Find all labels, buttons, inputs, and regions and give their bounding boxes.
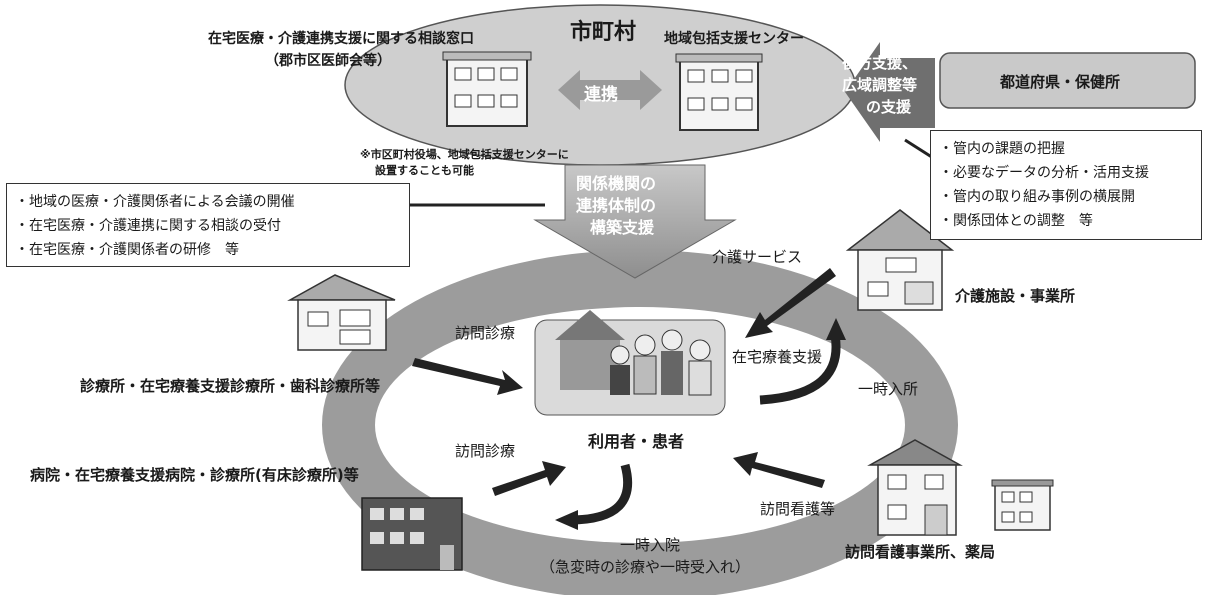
- admission-label: 一時入院: [620, 536, 681, 554]
- hospital-building-icon: [361, 497, 463, 571]
- admission-curve-arrow: [569, 463, 633, 525]
- prefecture-task-box: ・管内の課題の把握 ・必要なデータの分析・活用支援 ・管内の取り組み事例の横展開…: [930, 130, 1202, 240]
- municipality-note-line2: 設置することも可能: [375, 164, 474, 177]
- municipal-task-item: ・在宅医療・介護連携に関する相談の受付: [15, 218, 281, 234]
- short-stay-curve-arrow: [759, 334, 841, 405]
- prefecture-box: [939, 52, 1196, 109]
- prefecture-support-line2: 広域調整等: [842, 76, 918, 94]
- municipality-title: 市町村: [570, 20, 637, 45]
- consult-window-sublabel: （郡市区医師会等）: [265, 53, 391, 69]
- prefecture-task-item: ・管内の取り組み事例の横展開: [939, 189, 1135, 205]
- build-support-line2: 連携体制の: [576, 196, 657, 215]
- care-service-arrow: [745, 268, 836, 338]
- pharmacy-building-icon: [991, 479, 1054, 531]
- visit-care-clinic-label: 訪問診療: [455, 324, 516, 342]
- clinic-house-icon: [287, 274, 396, 351]
- short-stay-label: 一時入所: [858, 380, 919, 398]
- prefecture-label: 都道府県・保健所: [1000, 73, 1121, 91]
- clinic-label: 診療所・在宅療養支援診療所・歯科診療所等: [80, 377, 381, 395]
- visit-care-hospital-label: 訪問診療: [455, 442, 516, 460]
- municipal-task-item: ・地域の医療・介護関係者による会議の開催: [15, 194, 295, 210]
- nursing-office-building-icon: [867, 439, 963, 536]
- municipal-task-box: ・地域の医療・介護関係者による会議の開催 ・在宅医療・介護連携に関する相談の受付…: [6, 183, 410, 267]
- nursing-pharmacy-label: 訪問看護事業所、薬局: [845, 543, 996, 561]
- patient-label: 利用者・患者: [588, 432, 685, 451]
- municipality-note-line1: ※市区町村役場、地域包括支援センターに: [360, 148, 569, 161]
- build-support-line3: 構築支援: [590, 218, 655, 237]
- consult-window-label: 在宅医療・介護連携支援に関する相談窓口: [208, 31, 474, 47]
- community-center-building-icon: [675, 53, 763, 131]
- cooperation-arrow: [558, 70, 662, 110]
- municipal-task-item: ・在宅医療・介護関係者の研修 等: [15, 242, 239, 258]
- admission-sublabel: （急変時の診療や一時受入れ）: [540, 558, 751, 576]
- consult-window-building-icon: [442, 51, 532, 127]
- home-care-support-label: 在宅療養支援: [732, 348, 823, 366]
- prefecture-support-line1: 後方支援、: [842, 54, 918, 72]
- visit-nursing-label: 訪問看護等: [760, 500, 836, 518]
- hospital-label: 病院・在宅療養支援病院・診療所(有床診療所)等: [30, 466, 359, 484]
- build-support-arrow: [533, 164, 737, 279]
- prefecture-task-item: ・関係団体との調整 等: [939, 213, 1093, 229]
- cooperation-label: 連携: [584, 85, 618, 105]
- patients-family-illustration: [534, 310, 726, 416]
- nursing-to-patient-arrow: [733, 452, 825, 488]
- care-facility-label: 介護施設・事業所: [955, 287, 1076, 305]
- build-support-line1: 関係機関の: [576, 174, 657, 193]
- clinic-to-patient-arrow: [412, 358, 523, 395]
- community-center-label: 地域包括支援センター: [664, 31, 804, 47]
- care-facility-house-icon: [845, 209, 955, 311]
- care-service-label: 介護サービス: [712, 248, 803, 266]
- prefecture-support-arrow: [845, 42, 935, 142]
- prefecture-task-item: ・必要なデータの分析・活用支援: [939, 165, 1149, 181]
- hospital-to-patient-arrow: [492, 461, 566, 496]
- prefecture-task-item: ・管内の課題の把握: [939, 141, 1065, 157]
- prefecture-support-line3: の支援: [866, 98, 912, 116]
